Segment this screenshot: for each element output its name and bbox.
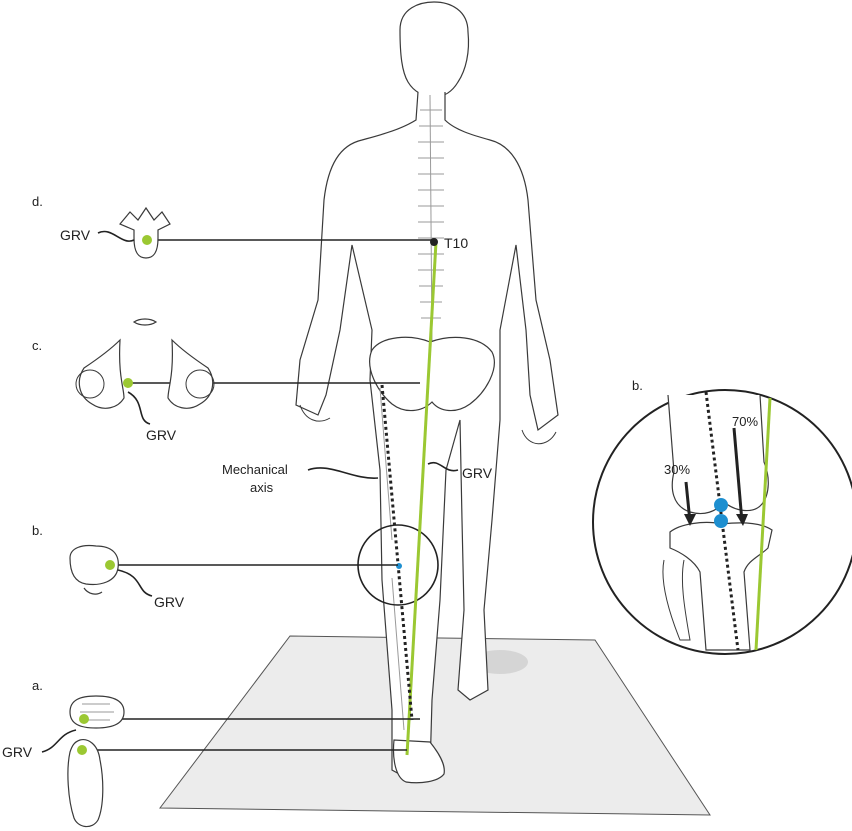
femur — [379, 387, 393, 541]
fibula — [662, 559, 691, 641]
mechanical-axis-pointer — [307, 467, 379, 479]
panel-label-b-detail: b. — [632, 378, 643, 393]
torso — [295, 91, 559, 781]
mechanical-axis-label-line2: axis — [250, 480, 274, 495]
grv-label-b: GRV — [154, 594, 185, 610]
lateral-load-arrow — [732, 427, 744, 523]
detail-grv-line — [754, 397, 772, 651]
hip-joints-icon — [75, 318, 215, 409]
footprint-icon — [67, 739, 104, 828]
grv-label-a: GRV — [2, 744, 33, 760]
grv-line — [405, 241, 438, 756]
grv-b-pointer — [117, 569, 153, 597]
panel-label-b: b. — [32, 523, 43, 538]
vertebra-icon — [119, 206, 171, 259]
panel-label-d: d. — [32, 194, 43, 209]
pct-medial-label: 30% — [664, 462, 690, 477]
mechanical-axis-label-line1: Mechanical — [222, 462, 288, 477]
detail-mechanical-axis — [704, 391, 740, 651]
pct-lateral-label: 70% — [732, 414, 758, 429]
pelvis — [369, 336, 495, 412]
knee-cross-section-icon — [69, 544, 119, 595]
panel-label-c: c. — [32, 338, 42, 353]
grv-leg-pointer — [427, 461, 459, 472]
human-figure — [295, 1, 559, 784]
contact-point-lower — [714, 514, 728, 528]
left-hand — [521, 429, 557, 445]
contact-point-upper — [714, 498, 728, 512]
grv-c-pointer — [127, 391, 151, 425]
right-hand — [299, 404, 331, 422]
grv-label-leg: GRV — [462, 465, 493, 481]
knee-detail-panel — [592, 389, 852, 655]
head — [399, 1, 470, 98]
tibial-plateau — [669, 521, 773, 651]
tibia — [391, 577, 405, 731]
grv-label-d: GRV — [60, 227, 91, 243]
grv-a-pointer — [41, 729, 77, 753]
panel-label-a: a. — [32, 678, 43, 693]
spine-vertebrae — [418, 109, 444, 319]
grv-d-pointer — [97, 230, 135, 242]
knee-contact-point — [396, 563, 402, 569]
ankle-foot-icons — [67, 695, 125, 828]
mechanical-axis-line — [380, 384, 414, 721]
grv-label-c: GRV — [146, 427, 177, 443]
t10-label: T10 — [444, 235, 468, 251]
